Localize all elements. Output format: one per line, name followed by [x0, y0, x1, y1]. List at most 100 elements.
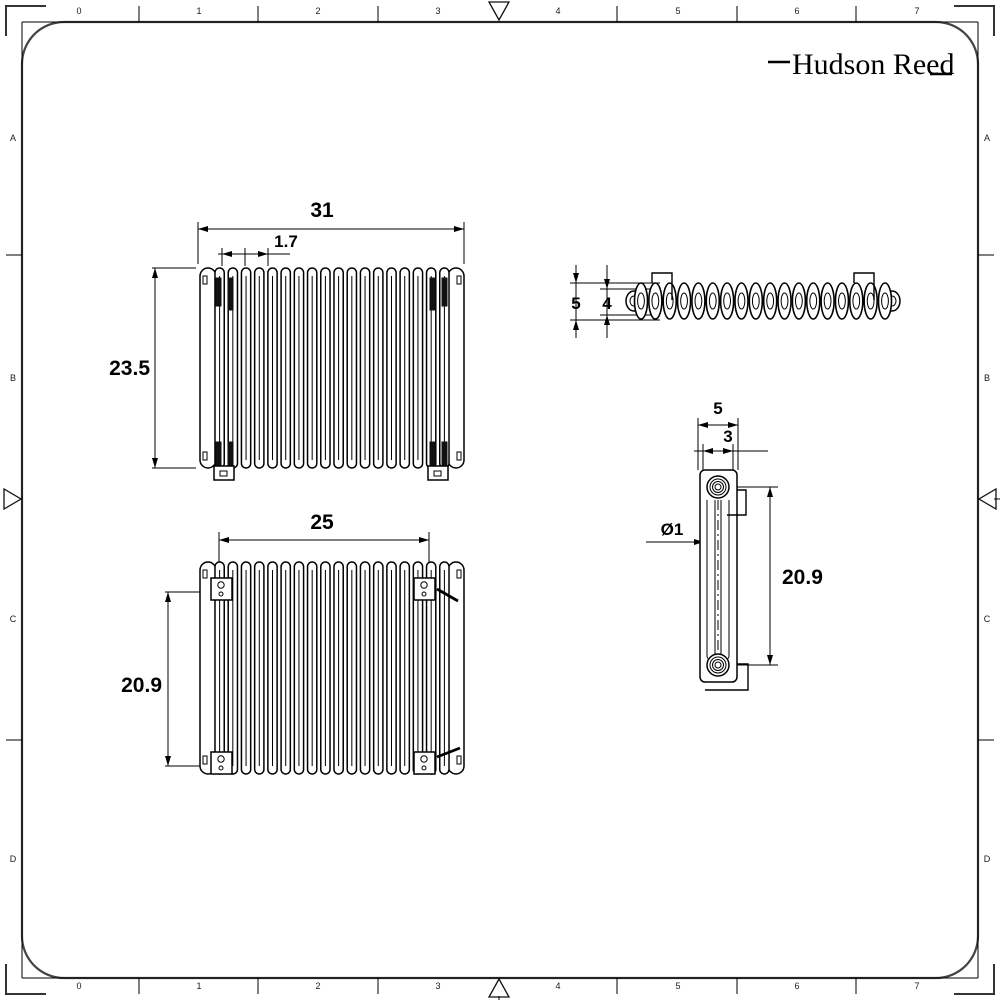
radiator-side-body — [699, 469, 749, 691]
plan-section-1 — [648, 282, 663, 320]
plan-section-16 — [863, 282, 878, 320]
plan-section-inner-17 — [881, 292, 889, 310]
dimension-overall-width: 31 — [197, 199, 465, 264]
plan-section-11 — [791, 282, 807, 320]
ruler-bottom-label-1: 1 — [196, 981, 201, 991]
plan-section-inner-10 — [780, 292, 789, 310]
plan-section-outer-13 — [820, 282, 835, 320]
brand-logo-text: Hudson Reed — [792, 48, 954, 81]
ruler-top-label-7: 7 — [914, 6, 919, 16]
view-side-elevation: 5 3 Ø1 20.9 — [646, 399, 823, 691]
ruler-bottom-label-5: 5 — [675, 981, 680, 991]
corner-marks — [5, 5, 995, 995]
plan-section-outer-11 — [791, 282, 807, 320]
brand-logo: Hudson Reed — [768, 48, 954, 81]
front-column-6 — [293, 267, 305, 469]
rear-column-13 — [386, 561, 397, 775]
ruler-top-label-3: 3 — [435, 6, 440, 16]
plan-section-6 — [719, 282, 735, 320]
dimension-label-connection-diameter: Ø1 — [661, 520, 684, 539]
ruler-bottom-label-4: 4 — [555, 981, 560, 991]
ruler-left-label-b: B — [10, 373, 16, 383]
dimension-label-bracket-width: 25 — [310, 511, 334, 534]
dimension-label-depth-overall: 5 — [571, 294, 580, 313]
dimension-label-overall-height: 23.5 — [109, 357, 150, 380]
ruler-left-label-d: D — [10, 854, 17, 864]
front-column-3 — [253, 267, 265, 469]
view-rear-elevation: 25 20.9 — [121, 511, 465, 775]
plan-section-outer-3 — [676, 282, 692, 320]
rear-column-7 — [306, 561, 318, 775]
ruler-bottom-label-0: 0 — [76, 981, 81, 991]
front-column-14 — [399, 267, 411, 469]
ruler-top-label-5: 5 — [675, 6, 680, 16]
ruler-top-center-marker — [487, 1, 511, 22]
ruler-top: 0 1 2 3 4 5 6 7 — [22, 1, 978, 23]
plan-section-inner-15 — [852, 292, 861, 310]
front-column-5 — [280, 267, 292, 469]
plan-section-outer-2 — [662, 282, 678, 320]
dimension-label-depth-inner: 4 — [602, 294, 612, 313]
corner-mark-top-right — [954, 5, 995, 36]
plan-section-outer-7 — [734, 282, 749, 320]
ruler-right-label-b: B — [984, 373, 990, 383]
front-column-0 — [214, 267, 225, 469]
rear-column-3 — [253, 561, 265, 775]
plan-section-outer-16 — [863, 282, 878, 320]
rear-column-9 — [333, 561, 344, 775]
plan-section-outer-12 — [805, 282, 821, 320]
ruler-top-label-1: 1 — [196, 6, 201, 16]
front-column-4 — [267, 267, 278, 469]
plan-section-inner-9 — [766, 292, 775, 310]
front-column-12 — [372, 267, 384, 469]
plan-section-4 — [691, 282, 706, 320]
dimension-connection-centres: 20.9 — [722, 486, 823, 666]
ruler-bottom-label-7: 7 — [914, 981, 919, 991]
plan-section-inner-3 — [680, 292, 688, 310]
ruler-bottom-label-6: 6 — [794, 981, 799, 991]
ruler-right-label-c: C — [984, 614, 991, 624]
plan-section-inner-0 — [637, 292, 645, 310]
rear-column-2 — [240, 561, 252, 775]
dimension-label-connection-centres: 20.9 — [782, 566, 823, 589]
plan-section-14 — [834, 282, 850, 320]
plan-section-inner-11 — [794, 292, 803, 310]
front-column-10 — [346, 267, 358, 469]
plan-section-inner-5 — [708, 292, 717, 310]
rear-column-17 — [439, 561, 450, 775]
plan-section-outer-0 — [633, 282, 649, 320]
plan-section-outer-15 — [848, 282, 864, 320]
plan-section-7 — [734, 282, 749, 320]
plan-section-outer-10 — [777, 282, 792, 320]
plan-section-3 — [676, 282, 692, 320]
plan-section-8 — [748, 282, 764, 320]
plan-section-inner-6 — [723, 292, 732, 310]
plan-section-5 — [705, 282, 721, 320]
radiator-front-feet — [213, 465, 449, 481]
ruler-bottom-label-3: 3 — [435, 981, 440, 991]
front-column-9 — [333, 267, 344, 469]
plan-section-inner-16 — [866, 292, 875, 310]
plan-section-2 — [662, 282, 678, 320]
front-column-13 — [386, 267, 397, 469]
corner-mark-bottom-right — [954, 964, 995, 995]
dimension-side-depth: 5 — [697, 399, 739, 470]
radiator-front-fittings — [215, 277, 448, 469]
dimension-overall-height: 23.5 — [109, 267, 196, 469]
plan-section-13 — [820, 282, 835, 320]
plan-section-inner-2 — [665, 292, 674, 310]
ruler-top-label-0: 0 — [76, 6, 81, 16]
rear-column-14 — [399, 561, 411, 775]
plan-section-outer-5 — [705, 282, 721, 320]
dimension-bracket-height: 20.9 — [121, 591, 222, 767]
rear-column-12 — [372, 561, 384, 775]
radiator-front-body — [199, 267, 465, 469]
dimension-column-pitch: 1.7 — [218, 232, 298, 266]
dimension-side-inner-depth: 3 — [694, 427, 768, 470]
ruler-top-label-4: 4 — [555, 6, 560, 16]
rear-column-16 — [425, 561, 437, 775]
ruler-bottom-label-2: 2 — [315, 981, 320, 991]
dimension-label-overall-width: 31 — [310, 199, 334, 222]
